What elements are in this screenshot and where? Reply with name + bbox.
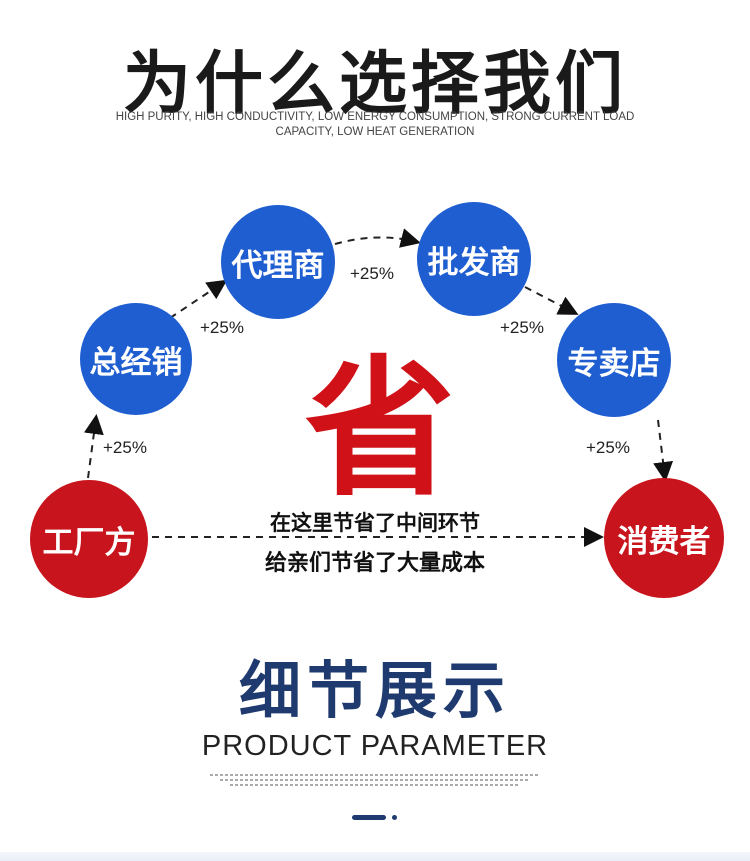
arrow-store-consumer: [653, 419, 674, 482]
markup-label: +25%: [350, 264, 394, 283]
arrow-agent-wholesaler: [334, 228, 421, 248]
node-distributor: 总经销: [80, 303, 192, 415]
arrow-wholesaler-store: [524, 286, 579, 315]
savings-note-line1: 在这里节省了中间环节: [270, 511, 480, 535]
node-wholesaler: 批发商: [417, 202, 531, 316]
arrow-factory-distributor: [83, 414, 104, 479]
node-consumer: 消费者: [604, 478, 724, 598]
page-subtitle: HIGH PURITY, HIGH CONDUCTIVITY, LOW ENER…: [115, 111, 635, 138]
savings-note-line2: 给亲们节省了大量成本: [264, 551, 485, 576]
markup-label: +25%: [500, 318, 544, 337]
arrow-distributor-agent: [169, 279, 228, 319]
save-character: 省: [304, 343, 455, 517]
divider-bar: [352, 815, 386, 820]
node-store: 专卖店: [557, 303, 671, 417]
detail-section-title: 细节展示: [238, 654, 511, 727]
node-factory: 工厂方: [30, 480, 148, 598]
fine-print-decoration: [210, 772, 540, 789]
markup-label: +25%: [103, 438, 147, 457]
bottom-band: [0, 852, 750, 861]
page-title: 为什么选择我们: [122, 45, 627, 124]
node-agent: 代理商: [221, 205, 335, 319]
divider-dot: [392, 815, 397, 820]
markup-label: +25%: [586, 438, 630, 457]
detail-section-subtitle: PRODUCT PARAMETER: [201, 730, 549, 762]
markup-label: +25%: [200, 318, 244, 337]
